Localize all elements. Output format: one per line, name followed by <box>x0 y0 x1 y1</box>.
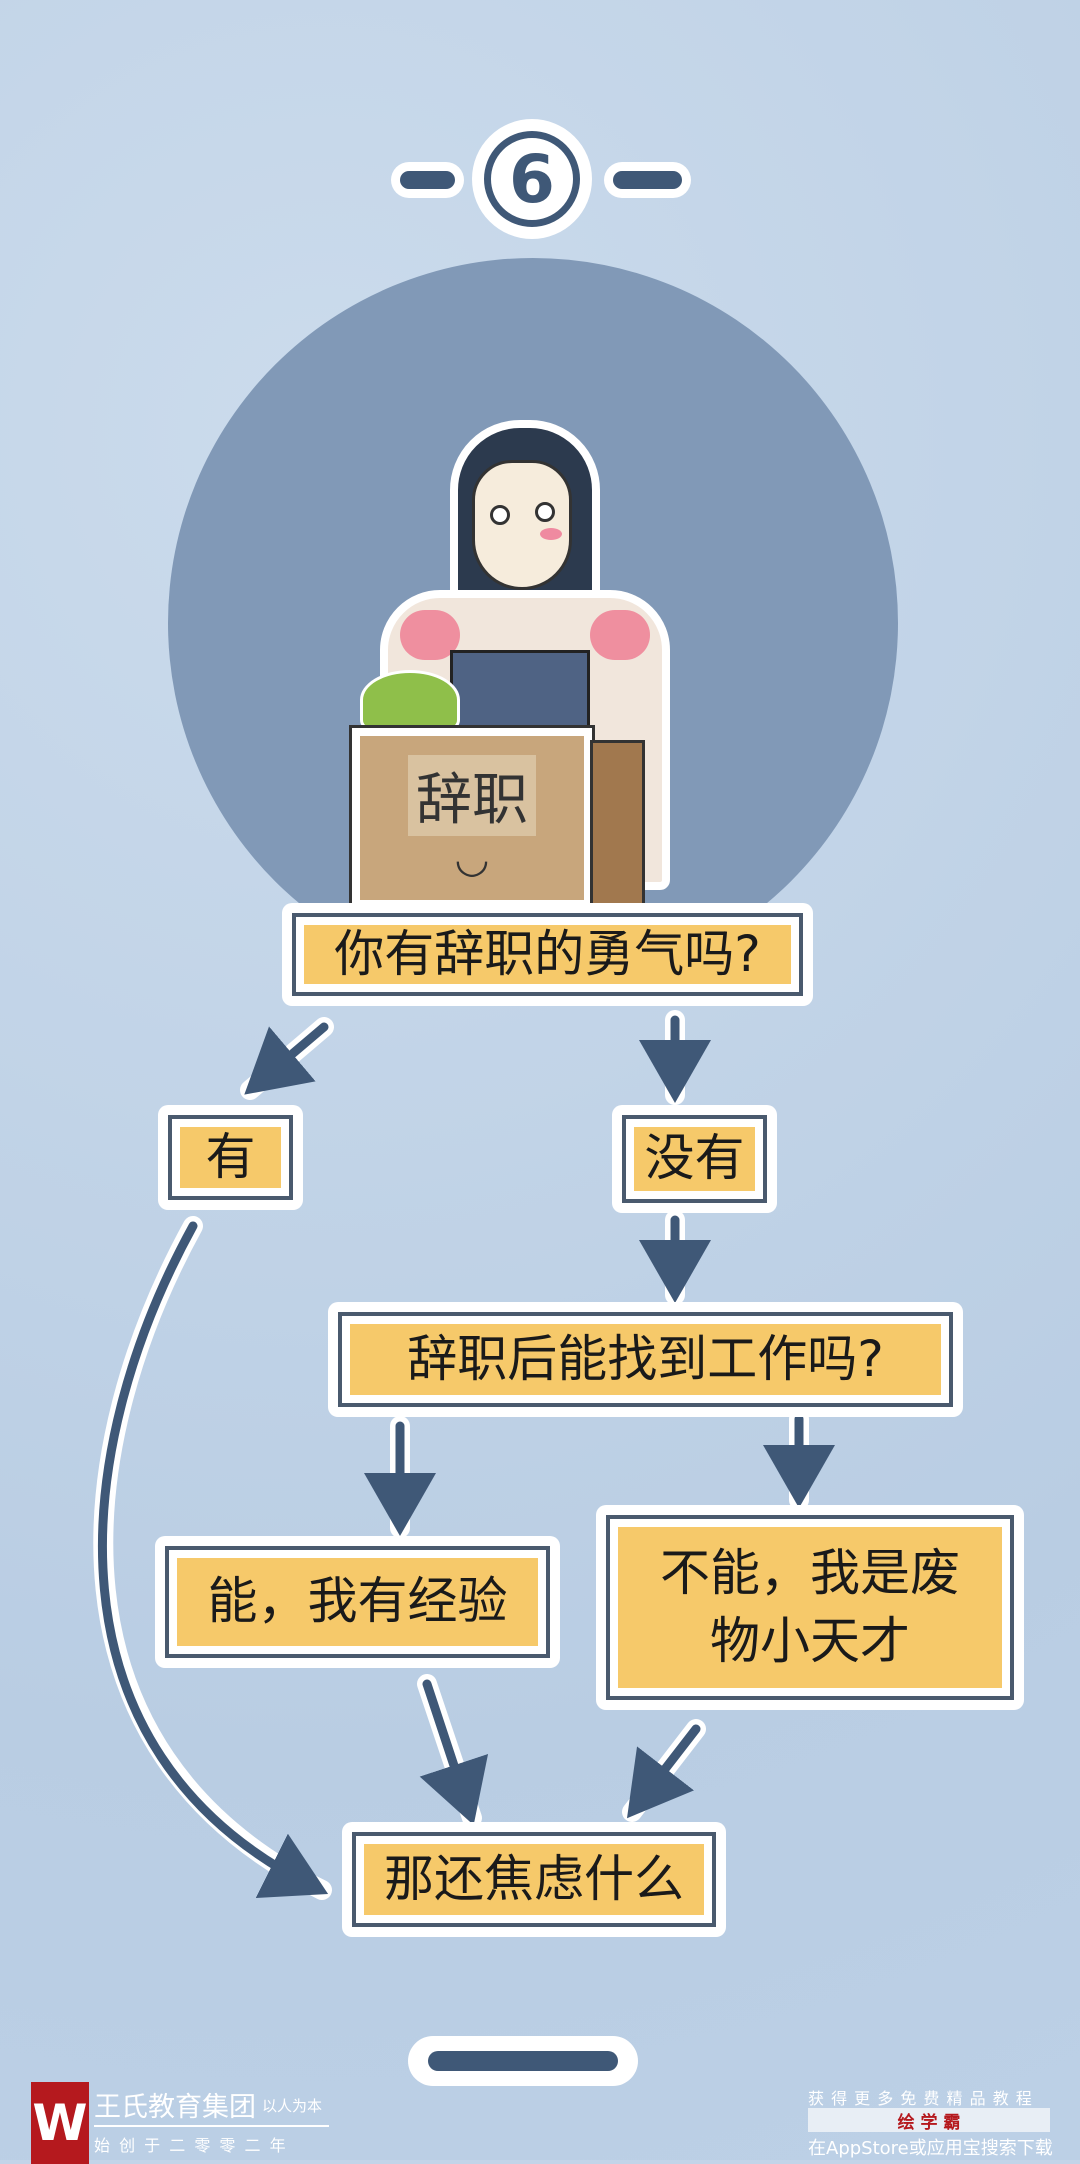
brand-name: 王氏教育集团 <box>94 2092 256 2123</box>
result-text: 那还焦虑什么 <box>364 1844 704 1915</box>
header-dash-right <box>613 171 682 189</box>
smile-icon: ◡ <box>454 835 490 882</box>
brand-slogan: 以人为本 <box>262 2097 323 2115</box>
promo-bottom-text: 在AppStore或应用宝搜索下载 <box>808 2138 1053 2159</box>
resignation-box: 辞职 ◡ <box>349 725 595 911</box>
answer-can-text: 能，我有经验 <box>177 1558 538 1646</box>
question-1-box: 你有辞职的勇气吗? <box>282 903 813 1006</box>
brand-founded: 始 创 于 二 零 零 二 年 <box>94 2136 288 2155</box>
question-2-text: 辞职后能找到工作吗? <box>350 1324 941 1395</box>
bottom-pill <box>408 2036 638 2086</box>
answer-cannot-text: 不能，我是废物小天才 <box>618 1527 1002 1688</box>
arrow-yes-result <box>97 1221 329 1899</box>
woman-illustration: 辞职 ◡ <box>340 410 720 911</box>
arrow-cannot-result <box>626 1724 701 1819</box>
question-1-text: 你有辞职的勇气吗? <box>304 925 791 984</box>
promo-app-badge: 绘 学 霸 <box>808 2108 1050 2133</box>
arrow-can-result <box>419 1679 489 1826</box>
box-label: 辞职 <box>408 754 536 836</box>
header-number: 6 <box>484 131 580 227</box>
brand-divider <box>94 2125 329 2127</box>
arrow-q1-yes <box>244 1022 329 1095</box>
header-number-badge: 6 <box>472 119 592 239</box>
answer-yes-box: 有 <box>158 1105 303 1210</box>
question-2-box: 辞职后能找到工作吗? <box>328 1302 963 1417</box>
answer-no-box: 没有 <box>612 1105 777 1213</box>
answer-no-text: 没有 <box>634 1127 755 1191</box>
answer-cannot-box: 不能，我是废物小天才 <box>596 1505 1024 1710</box>
promo-app-name: 绘 学 霸 <box>897 2112 961 2133</box>
header-dash-left <box>400 171 455 189</box>
answer-yes-text: 有 <box>180 1127 281 1188</box>
brand-logo-icon: W <box>31 2082 89 2164</box>
answer-can-box: 能，我有经验 <box>155 1536 560 1668</box>
result-box: 那还焦虑什么 <box>342 1822 726 1937</box>
promo-top-text: 获 得 更 多 免 费 精 品 教 程 <box>808 2089 1033 2108</box>
